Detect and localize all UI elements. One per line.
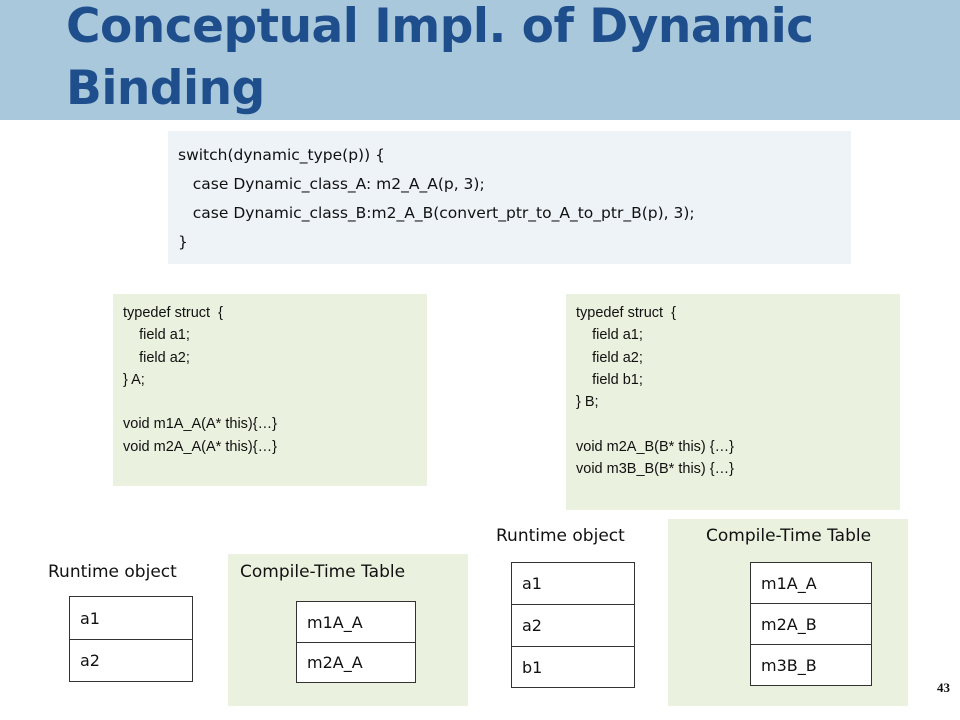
code-line: case Dynamic_class_B:m2_A_B(convert_ptr_… (178, 204, 695, 222)
code-line (123, 391, 417, 413)
right-runtime-object: a1 a2 b1 (511, 562, 635, 688)
code-line: void m2A_A(A* this){…} (123, 438, 277, 455)
table-entry: m3B_B (751, 644, 871, 685)
slide-title: Conceptual Impl. of Dynamic Binding (66, 0, 814, 116)
code-line: field a1; (123, 327, 190, 344)
code-line: void m1A_A(A* this){…} (123, 416, 277, 433)
code-line (576, 413, 890, 435)
right-compile-time-table: m1A_A m2A_B m3B_B (750, 562, 872, 686)
table-entry: m1A_A (761, 573, 817, 593)
left-compile-time-label: Compile-Time Table (240, 562, 406, 582)
code-line: } B; (576, 394, 599, 411)
runtime-field: b1 (512, 646, 634, 687)
left-runtime-object-label: Runtime object (48, 562, 177, 582)
code-line: } (178, 233, 188, 251)
code-line: typedef struct { (576, 305, 676, 321)
table-entry: m2A_B (751, 603, 871, 644)
runtime-field: a2 (70, 639, 192, 681)
right-runtime-object-label: Runtime object (496, 526, 625, 546)
table-entry: m1A_A (307, 612, 363, 632)
code-line: field b1; (576, 371, 643, 388)
struct-a-code-box: typedef struct { field a1; field a2; } A… (113, 294, 427, 486)
code-line: field a2; (576, 349, 643, 366)
code-line: typedef struct { (123, 305, 223, 321)
code-line: switch(dynamic_type(p)) { (178, 146, 385, 164)
code-line: } A; (123, 371, 145, 388)
left-runtime-object: a1 a2 (69, 596, 193, 682)
code-line: void m3B_B(B* this) {…} (576, 461, 734, 478)
left-compile-time-table: m1A_A m2A_A (296, 601, 416, 683)
code-line: void m2A_B(B* this) {…} (576, 438, 734, 455)
runtime-field: a1 (522, 574, 542, 593)
page-number: 43 (937, 680, 950, 695)
runtime-field: a1 (80, 608, 100, 628)
code-line: field a1; (576, 327, 643, 344)
title-bar (0, 0, 960, 120)
right-compile-time-label: Compile-Time Table (706, 526, 872, 546)
table-entry: m2A_A (297, 642, 415, 682)
dispatch-code-box: switch(dynamic_type(p)) { case Dynamic_c… (168, 131, 851, 264)
code-line: case Dynamic_class_A: m2_A_A(p, 3); (178, 175, 485, 193)
struct-b-code-box: typedef struct { field a1; field a2; fie… (566, 294, 900, 510)
runtime-field: a2 (512, 604, 634, 646)
code-line: field a2; (123, 349, 190, 366)
